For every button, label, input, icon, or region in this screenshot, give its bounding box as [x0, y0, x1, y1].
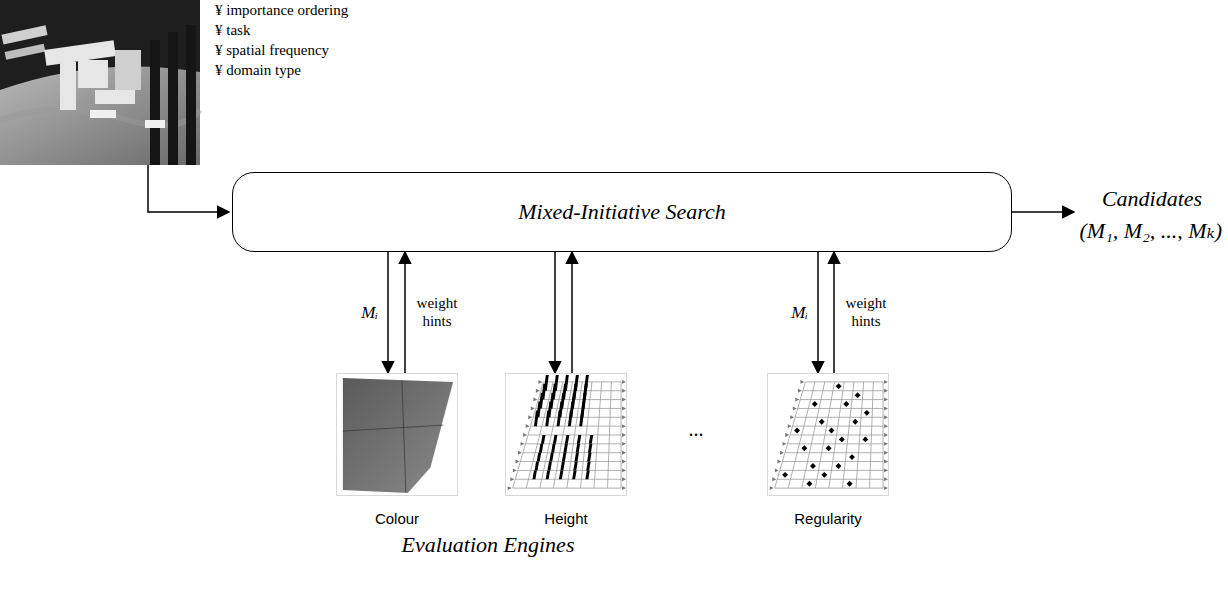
- bullet-item: ¥ task: [215, 22, 250, 39]
- engine-box: Height: [505, 373, 627, 496]
- group-caption: Evaluation Engines: [402, 532, 575, 558]
- process-box: Mixed-Initiative Search: [232, 172, 1012, 252]
- connector-arrow: [554, 252, 556, 373]
- station-photo: [0, 0, 200, 165]
- connector-arrow: [571, 252, 573, 373]
- colour-picture: [337, 374, 457, 495]
- connector-arrow: [404, 252, 406, 373]
- edge-label: Mᵢ: [361, 303, 378, 323]
- box-title: Mixed-Initiative Search: [518, 199, 726, 225]
- output-title: Candidates: [1102, 186, 1202, 212]
- bullet-item: ¥ spatial frequency: [215, 42, 329, 59]
- engine-box: Regularity: [767, 373, 889, 496]
- height-picture: [506, 374, 626, 495]
- edge-label: weight hints: [411, 295, 463, 330]
- engine-caption: Regularity: [794, 510, 862, 527]
- ellipsis: ...: [689, 418, 704, 441]
- connector-arrow: [387, 252, 389, 373]
- output-arrow: [1012, 211, 1074, 213]
- input-arrow: [148, 165, 229, 212]
- edge-label: Mᵢ: [791, 303, 808, 323]
- regularity-picture: [768, 374, 888, 495]
- connector-arrow: [833, 252, 835, 373]
- bullet-item: ¥ importance ordering: [215, 2, 348, 19]
- output-list: (M₁, M₂, ..., Mₖ): [1080, 218, 1222, 244]
- edge-label: weight hints: [840, 295, 892, 330]
- bullet-item: ¥ domain type: [215, 62, 301, 79]
- engine-box: Colour: [336, 373, 458, 496]
- engine-caption: Height: [544, 510, 587, 527]
- engine-caption: Colour: [375, 510, 419, 527]
- connector-arrow: [817, 252, 819, 373]
